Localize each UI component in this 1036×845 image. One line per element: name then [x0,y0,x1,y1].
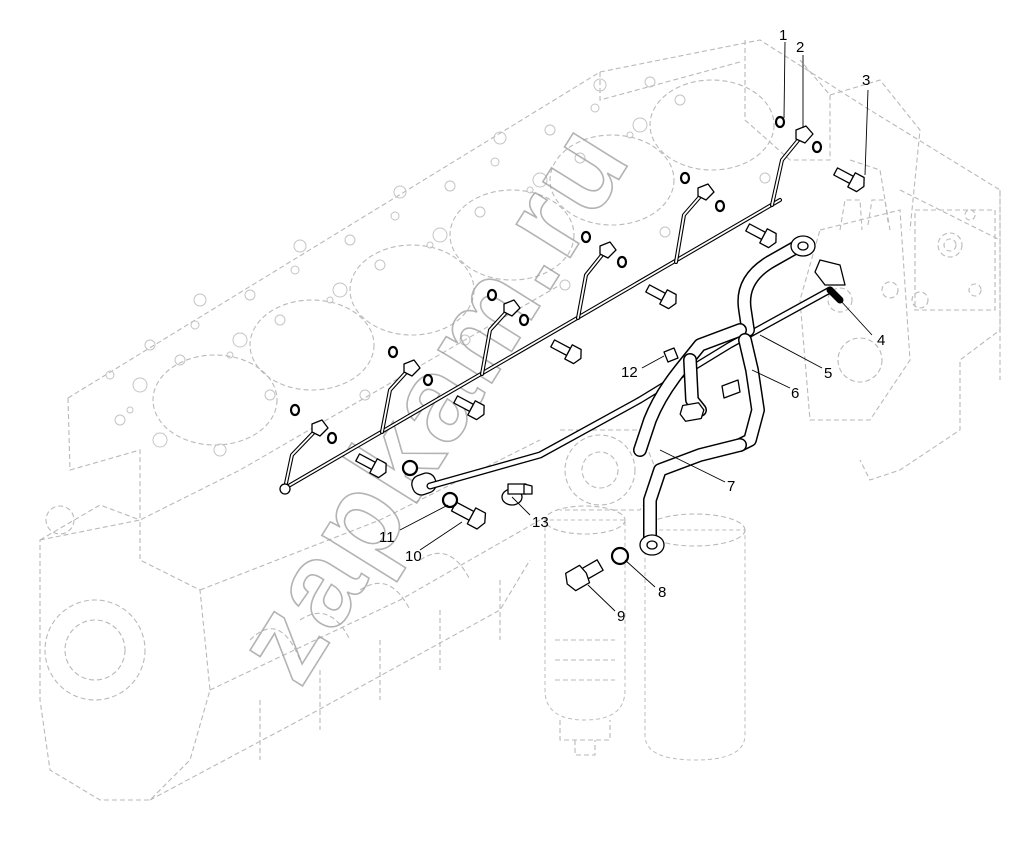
callout-leaders [399,41,873,612]
callout-5: 5 [824,365,832,382]
callout-13: 13 [532,514,549,531]
callout-8: 8 [658,584,666,601]
callout-1: 1 [779,27,787,44]
return-line [426,286,844,490]
o-rings-upper [289,115,823,445]
callout-4: 4 [877,332,885,349]
feed-lines [633,235,846,556]
callout-2: 2 [796,39,804,56]
callout-7: 7 [727,478,735,495]
banjo-bolts [355,167,865,530]
callout-labels: 1 2 3 4 5 6 7 8 9 10 11 12 13 [379,27,885,625]
injector-pipes [279,125,814,495]
callout-6: 6 [791,385,799,402]
callout-9: 9 [617,608,625,625]
part-8-9 [565,546,630,592]
callout-3: 3 [862,72,870,89]
callout-12: 12 [621,364,638,381]
callout-10: 10 [405,548,422,565]
callout-11: 11 [379,529,395,546]
